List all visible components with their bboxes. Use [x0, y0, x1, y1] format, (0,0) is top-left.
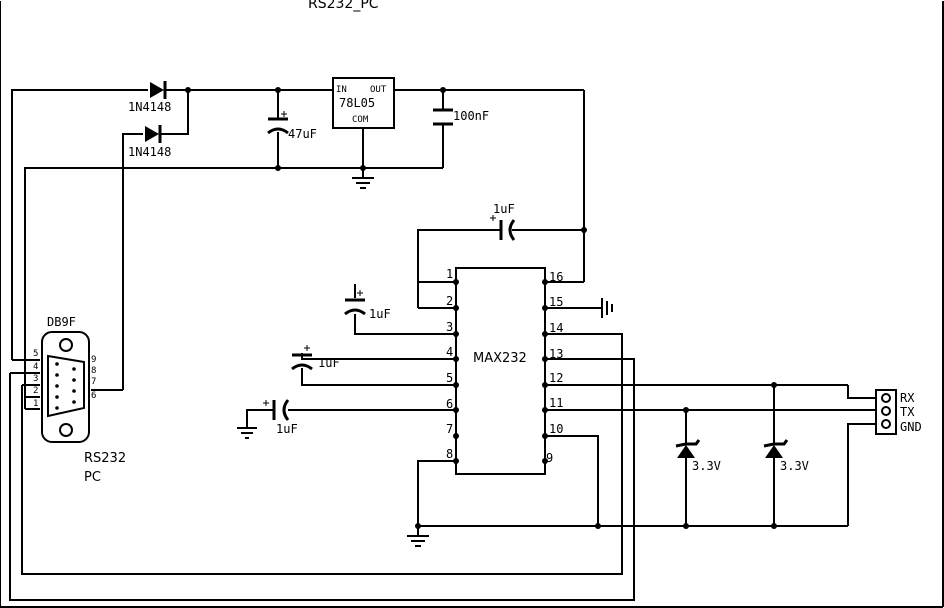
capacitor-pin4-1uf — [291, 345, 313, 371]
db9-pin-6: 6 — [91, 391, 96, 401]
junction-dot — [360, 165, 366, 171]
capacitor-100nf — [433, 108, 453, 126]
regulator-part-label: 78L05 — [339, 96, 375, 110]
pin6-capacitor-wires — [246, 409, 456, 428]
ttl-wires — [545, 384, 876, 526]
ic-pin-5: 5 — [446, 371, 453, 385]
ic-pin-6: 6 — [446, 397, 453, 411]
db9-pin-7: 7 — [91, 377, 96, 387]
connector-caption-line2: PC — [84, 470, 101, 485]
db9-pin-4: 4 — [33, 362, 38, 372]
zener-diode-2 — [763, 385, 789, 526]
junction-dot — [185, 87, 191, 93]
ttl-header — [875, 389, 897, 435]
diode-d2-label: 1N4148 — [128, 145, 171, 159]
header-pin-rx: RX — [900, 391, 915, 405]
ic-pin-14: 14 — [549, 321, 563, 335]
capacitor-47uf — [267, 111, 289, 135]
junction-dot — [440, 87, 446, 93]
ic-pin-13: 13 — [549, 347, 563, 361]
db9-pin-9: 9 — [91, 355, 96, 365]
zener-2-label: 3.3V — [780, 459, 809, 473]
db9-pin-2: 2 — [33, 386, 38, 396]
capacitor-47uf-label: 47uF — [288, 127, 317, 141]
db9-pin-8: 8 — [91, 366, 96, 376]
diode-d1 — [150, 81, 167, 99]
ic-pin-8: 8 — [446, 447, 453, 461]
ic-pin-12: 12 — [549, 371, 563, 385]
pin10-wire — [545, 435, 599, 526]
rs232-return-wires — [9, 333, 635, 601]
connector-caption-line1: RS232 — [84, 451, 126, 466]
regulator-in-label: IN — [336, 85, 347, 95]
db9-pin-wires — [10, 359, 123, 410]
ic-pin-4: 4 — [446, 345, 453, 359]
junction-dot — [595, 523, 601, 529]
capacitor-top-1uf — [490, 215, 516, 241]
junction-dot — [275, 87, 281, 93]
db9-pin-3: 3 — [33, 374, 38, 384]
zener-1-label: 3.3V — [692, 459, 721, 473]
ic-pin-11: 11 — [549, 396, 563, 410]
schematic-title: RS232_PC — [308, 0, 379, 12]
capacitor-top-1uf-label: 1uF — [493, 202, 515, 216]
junction-dot — [275, 165, 281, 171]
regulator-out-label: OUT — [370, 85, 387, 95]
ground-symbol — [352, 177, 374, 189]
ic-pin-9: 9 — [546, 451, 553, 465]
ic-top-wires — [417, 229, 584, 309]
regulator-com-label: COM — [352, 115, 369, 125]
junction-dot — [581, 227, 587, 233]
ic-pin-10: 10 — [549, 422, 563, 436]
ic-pin-3: 3 — [446, 320, 453, 334]
db9-pin-1: 1 — [33, 399, 38, 409]
ground-symbol — [407, 526, 429, 547]
ic-pin-2: 2 — [446, 294, 453, 308]
db9-connector — [41, 331, 90, 443]
power-wires — [11, 89, 585, 390]
ic-pin-15: 15 — [549, 295, 563, 309]
pin15-ground — [545, 298, 613, 318]
header-pin-gnd: GND — [900, 420, 922, 434]
capacitor-pin2-1uf-label: 1uF — [369, 307, 391, 321]
capacitor-pin6-1uf-label: 1uF — [276, 422, 298, 436]
ground-symbol — [237, 427, 257, 439]
diode-d2 — [145, 125, 162, 143]
regulator-78l05 — [332, 77, 395, 129]
capacitor-100nf-label: 100nF — [453, 109, 489, 123]
pin2-capacitor-wires — [354, 284, 456, 335]
header-pin-tx: TX — [900, 405, 915, 419]
capacitor-pin6-1uf — [263, 399, 290, 421]
db9-pin-5: 5 — [33, 349, 38, 359]
ic-pin-16: 16 — [549, 270, 563, 284]
max232-label: MAX232 — [473, 351, 527, 366]
capacitor-pin2-1uf — [344, 290, 366, 316]
capacitor-pin4-1uf-label: 1uF — [318, 356, 340, 370]
ic-pin-7: 7 — [446, 422, 453, 436]
diode-d1-label: 1N4148 — [128, 100, 171, 114]
db9-connector-label: DB9F — [47, 315, 76, 329]
zener-diode-1 — [675, 410, 701, 526]
ic-pin-1: 1 — [446, 267, 453, 281]
max232-chip — [455, 267, 546, 475]
